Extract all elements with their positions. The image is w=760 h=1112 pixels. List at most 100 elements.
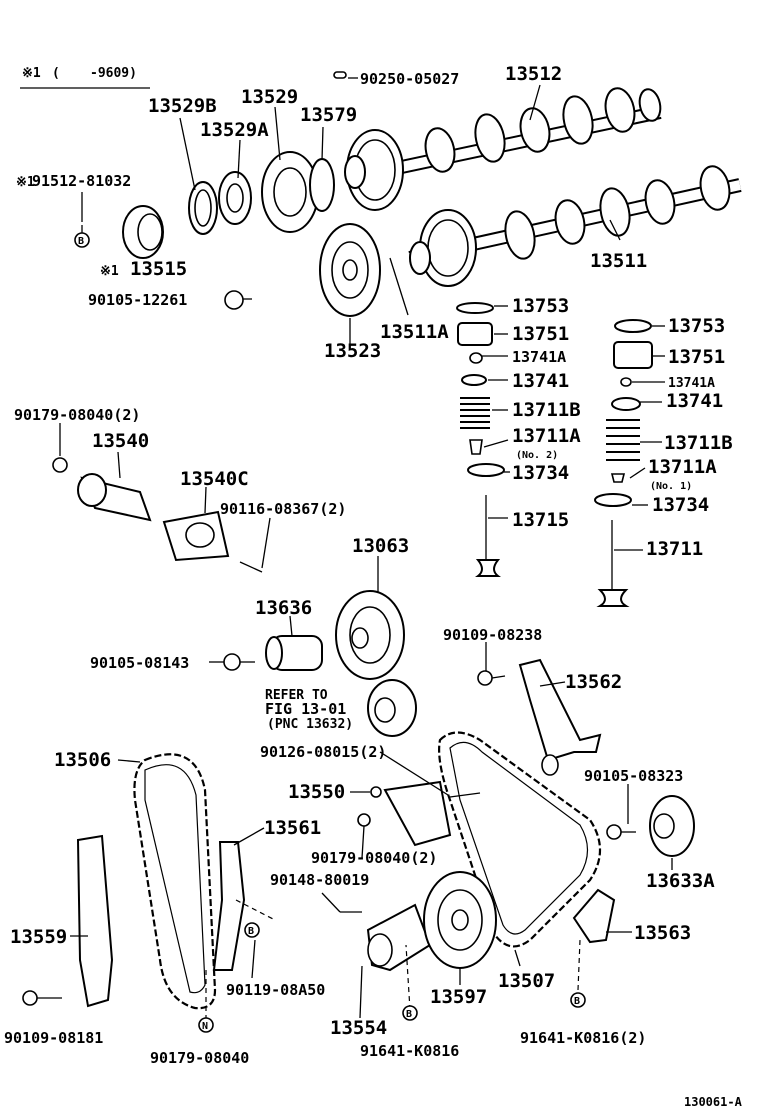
tensioner-13550 bbox=[357, 780, 481, 847]
label-13633A: 13633A bbox=[646, 870, 715, 892]
bolt-marker-b-1: B bbox=[74, 232, 90, 248]
valve-train-a bbox=[456, 302, 505, 577]
label-90250-05027: 90250-05027 bbox=[360, 70, 459, 88]
label-13711A-b: 13711A bbox=[648, 456, 717, 478]
gear-13523 bbox=[319, 223, 381, 317]
bolt-90105-08323 bbox=[606, 824, 636, 840]
svg-text:N: N bbox=[202, 1021, 208, 1032]
camshaft-13511 bbox=[408, 165, 742, 287]
label-13711A-b-note: (No. 1) bbox=[650, 481, 692, 492]
bolt-90116-08367 bbox=[239, 561, 263, 573]
label-13711A-a: 13711A bbox=[512, 425, 581, 447]
svg-text:B: B bbox=[574, 996, 580, 1007]
gasket-13540C bbox=[162, 510, 230, 562]
label-90109-08181: 90109-08181 bbox=[4, 1029, 103, 1047]
label-90109-08238: 90109-08238 bbox=[443, 626, 542, 644]
valve-train-b bbox=[594, 319, 653, 607]
label-13511: 13511 bbox=[590, 250, 647, 272]
bolt-90105-08143 bbox=[223, 653, 255, 671]
chain-guide-13563 bbox=[572, 888, 616, 944]
label-13715: 13715 bbox=[512, 509, 569, 531]
bolt-marker-b-2: B bbox=[244, 922, 260, 938]
label-90116-08367: 90116-08367(2) bbox=[220, 500, 346, 518]
label-13554: 13554 bbox=[330, 1017, 387, 1039]
part-labels: 90250-05027 13512 13529B 13529 13579 135… bbox=[4, 63, 733, 1067]
tensioner-13540 bbox=[52, 457, 152, 522]
label-13734-b: 13734 bbox=[652, 494, 709, 516]
label-90126-08015: 90126-08015(2) bbox=[260, 743, 386, 761]
idler-13633A bbox=[649, 795, 695, 857]
label-91641-K0816: 91641-K0816 bbox=[360, 1042, 459, 1060]
label-90148-80019: 90148-80019 bbox=[270, 871, 369, 889]
label-13561: 13561 bbox=[264, 817, 321, 839]
chain-13506 bbox=[133, 753, 217, 1010]
figure-id: 130061-A bbox=[684, 1095, 743, 1109]
label-13734-a: 13734 bbox=[512, 462, 569, 484]
tensioner-13554 bbox=[366, 903, 432, 972]
label-13540C: 13540C bbox=[180, 468, 249, 490]
ring-13579 bbox=[309, 158, 335, 212]
label-13511A: 13511A bbox=[380, 321, 449, 343]
bolt-90105-12261 bbox=[224, 290, 252, 310]
label-90179-08040-2-a: 90179-08040(2) bbox=[14, 406, 140, 424]
chain-guide-13561 bbox=[212, 841, 246, 971]
refer-line-2: FIG 13-01 bbox=[265, 700, 346, 718]
label-13529B: 13529B bbox=[148, 95, 217, 117]
label-91512-81032: 91512-81032 bbox=[32, 172, 131, 190]
svg-text:B: B bbox=[406, 1009, 412, 1020]
bolt-90109-08181 bbox=[22, 990, 62, 1006]
label-13506: 13506 bbox=[54, 749, 111, 771]
refer-line-3: (PNC 13632) bbox=[267, 717, 353, 732]
header-note-mark: ※1 bbox=[22, 66, 41, 81]
header-note-open: ( bbox=[52, 66, 60, 81]
label-90179-08040: 90179-08040 bbox=[150, 1049, 249, 1067]
label-13711B-a: 13711B bbox=[512, 399, 581, 421]
bolt-marker-n: N bbox=[198, 1017, 214, 1033]
sensor-13515 bbox=[122, 205, 164, 259]
label-91512-mark: ※1 bbox=[16, 175, 35, 190]
washer-13529A bbox=[218, 171, 252, 225]
refer-line-1: REFER TO bbox=[265, 688, 328, 703]
label-13529: 13529 bbox=[241, 86, 298, 108]
svg-text:B: B bbox=[248, 926, 254, 937]
label-13507: 13507 bbox=[498, 970, 555, 992]
label-13711A-a-note: (No. 2) bbox=[516, 450, 558, 461]
bolt-marker-b-3: B bbox=[402, 1005, 418, 1021]
label-13636: 13636 bbox=[255, 597, 312, 619]
header-note-range: -9609) bbox=[90, 66, 137, 81]
label-90105-08323: 90105-08323 bbox=[584, 767, 683, 785]
label-90179-08040-2-b: 90179-08040(2) bbox=[311, 849, 437, 867]
svg-text:B: B bbox=[78, 236, 84, 247]
gear-13529 bbox=[261, 151, 319, 233]
label-13563: 13563 bbox=[634, 922, 691, 944]
label-13512: 13512 bbox=[505, 63, 562, 85]
pin-13511A bbox=[389, 257, 409, 316]
label-13515: 13515 bbox=[130, 258, 187, 280]
chain-slipper-13559 bbox=[76, 834, 114, 1008]
pin-90250-05027 bbox=[333, 71, 347, 79]
label-13753-b: 13753 bbox=[668, 315, 725, 337]
label-13562: 13562 bbox=[565, 671, 622, 693]
label-13711: 13711 bbox=[646, 538, 703, 560]
label-13751-a: 13751 bbox=[512, 323, 569, 345]
label-13597: 13597 bbox=[430, 986, 487, 1008]
dashed-lines bbox=[205, 899, 581, 1020]
ring-13529B bbox=[188, 181, 218, 235]
label-13529A: 13529A bbox=[200, 119, 269, 141]
label-13753-a: 13753 bbox=[512, 295, 569, 317]
label-13063: 13063 bbox=[352, 535, 409, 557]
label-13711B-b: 13711B bbox=[664, 432, 733, 454]
chain-guide-13562 bbox=[518, 658, 602, 776]
gear-13632 bbox=[367, 679, 417, 737]
leader-lines bbox=[59, 77, 673, 1019]
label-13550: 13550 bbox=[288, 781, 345, 803]
label-13540: 13540 bbox=[92, 430, 149, 452]
bolt-marker-b-4: B bbox=[570, 992, 586, 1008]
label-13515-mark: ※1 bbox=[100, 264, 119, 279]
label-13741A-a: 13741A bbox=[512, 348, 566, 366]
label-90105-08143: 90105-08143 bbox=[90, 654, 189, 672]
label-13741-a: 13741 bbox=[512, 370, 569, 392]
idler-gear-13063 bbox=[335, 590, 405, 680]
label-90105-12261: 90105-12261 bbox=[88, 291, 187, 309]
